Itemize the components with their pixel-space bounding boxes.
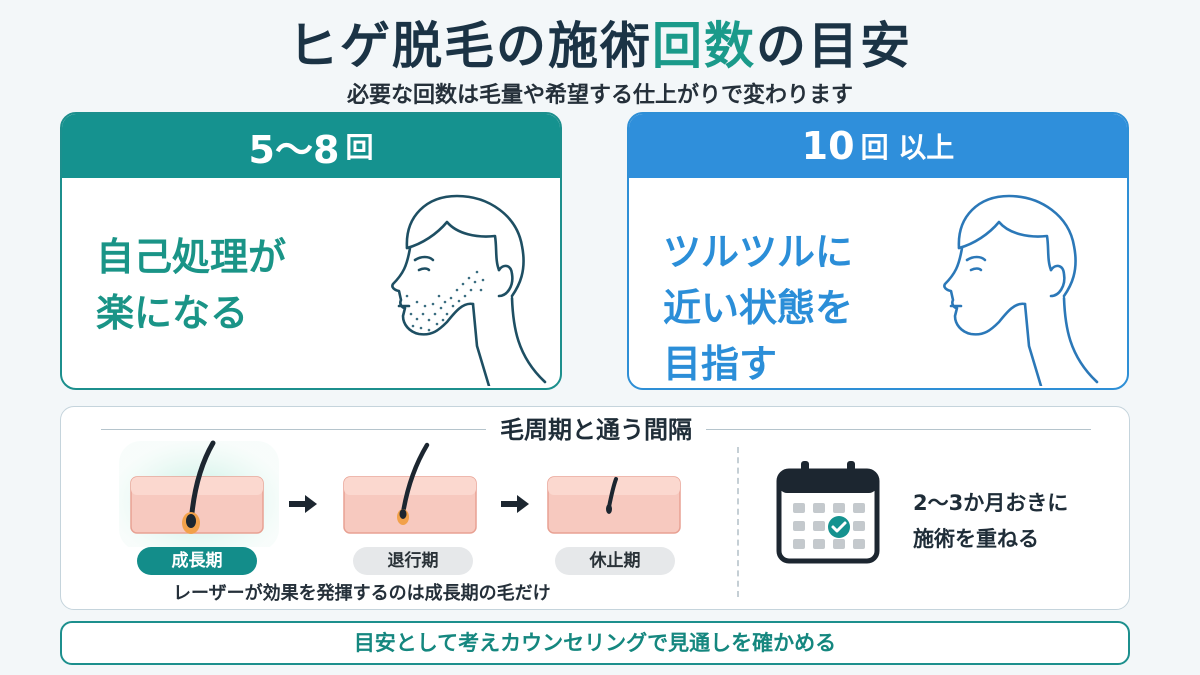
card-description: ツルツルに 近い状態を 目指す bbox=[663, 224, 854, 388]
page-title: ヒゲ脱毛の施術回数の目安 bbox=[0, 6, 1200, 78]
footer-advice: 目安として考えカウンセリングで見通しを確かめる bbox=[60, 621, 1130, 665]
hair-cycle-panel: 毛周期と通う間隔 bbox=[60, 406, 1130, 610]
description-line: 近い状態を bbox=[663, 286, 854, 330]
session-unit: 回 以上 bbox=[860, 131, 955, 164]
interval-line: 2〜3か月おきに bbox=[913, 491, 1069, 515]
calendar-check-icon bbox=[776, 461, 880, 564]
description-line: 楽になる bbox=[96, 291, 249, 335]
title-tail: の目安 bbox=[756, 17, 912, 75]
interval-line: 施術を重ねる bbox=[913, 527, 1039, 551]
description-line: 目指す bbox=[663, 342, 778, 386]
face-smooth-icon bbox=[943, 194, 1099, 386]
stage-anagen-badge: 成長期 bbox=[137, 547, 257, 575]
interval-text: 2〜3か月おきに 施術を重ねる bbox=[913, 485, 1068, 557]
vertical-divider bbox=[737, 447, 739, 597]
stage-telogen-badge: 休止期 bbox=[555, 547, 675, 575]
description-line: ツルツルに bbox=[663, 230, 854, 274]
session-count: 10 bbox=[801, 124, 855, 168]
cycle-title: 毛周期と通う間隔 bbox=[61, 410, 1131, 445]
laser-note: レーザーが効果を発揮するのは成長期の毛だけ bbox=[173, 583, 551, 604]
title-accent: 回数 bbox=[652, 17, 756, 75]
hair-follicle-icon bbox=[119, 440, 681, 547]
stage-catagen-badge: 退行期 bbox=[353, 547, 473, 575]
session-unit: 回 bbox=[345, 131, 374, 164]
title-main: ヒゲ脱毛の施術 bbox=[288, 17, 652, 75]
card-description: 自己処理が 楽になる bbox=[96, 229, 286, 341]
page-subtitle: 必要な回数は毛量や希望する仕上がりで変わります bbox=[346, 83, 853, 108]
session-count: 5〜8 bbox=[248, 127, 340, 172]
arrow-right-icon bbox=[289, 495, 529, 513]
face-bearded-icon bbox=[391, 194, 547, 386]
description-line: 自己処理が bbox=[96, 235, 287, 279]
